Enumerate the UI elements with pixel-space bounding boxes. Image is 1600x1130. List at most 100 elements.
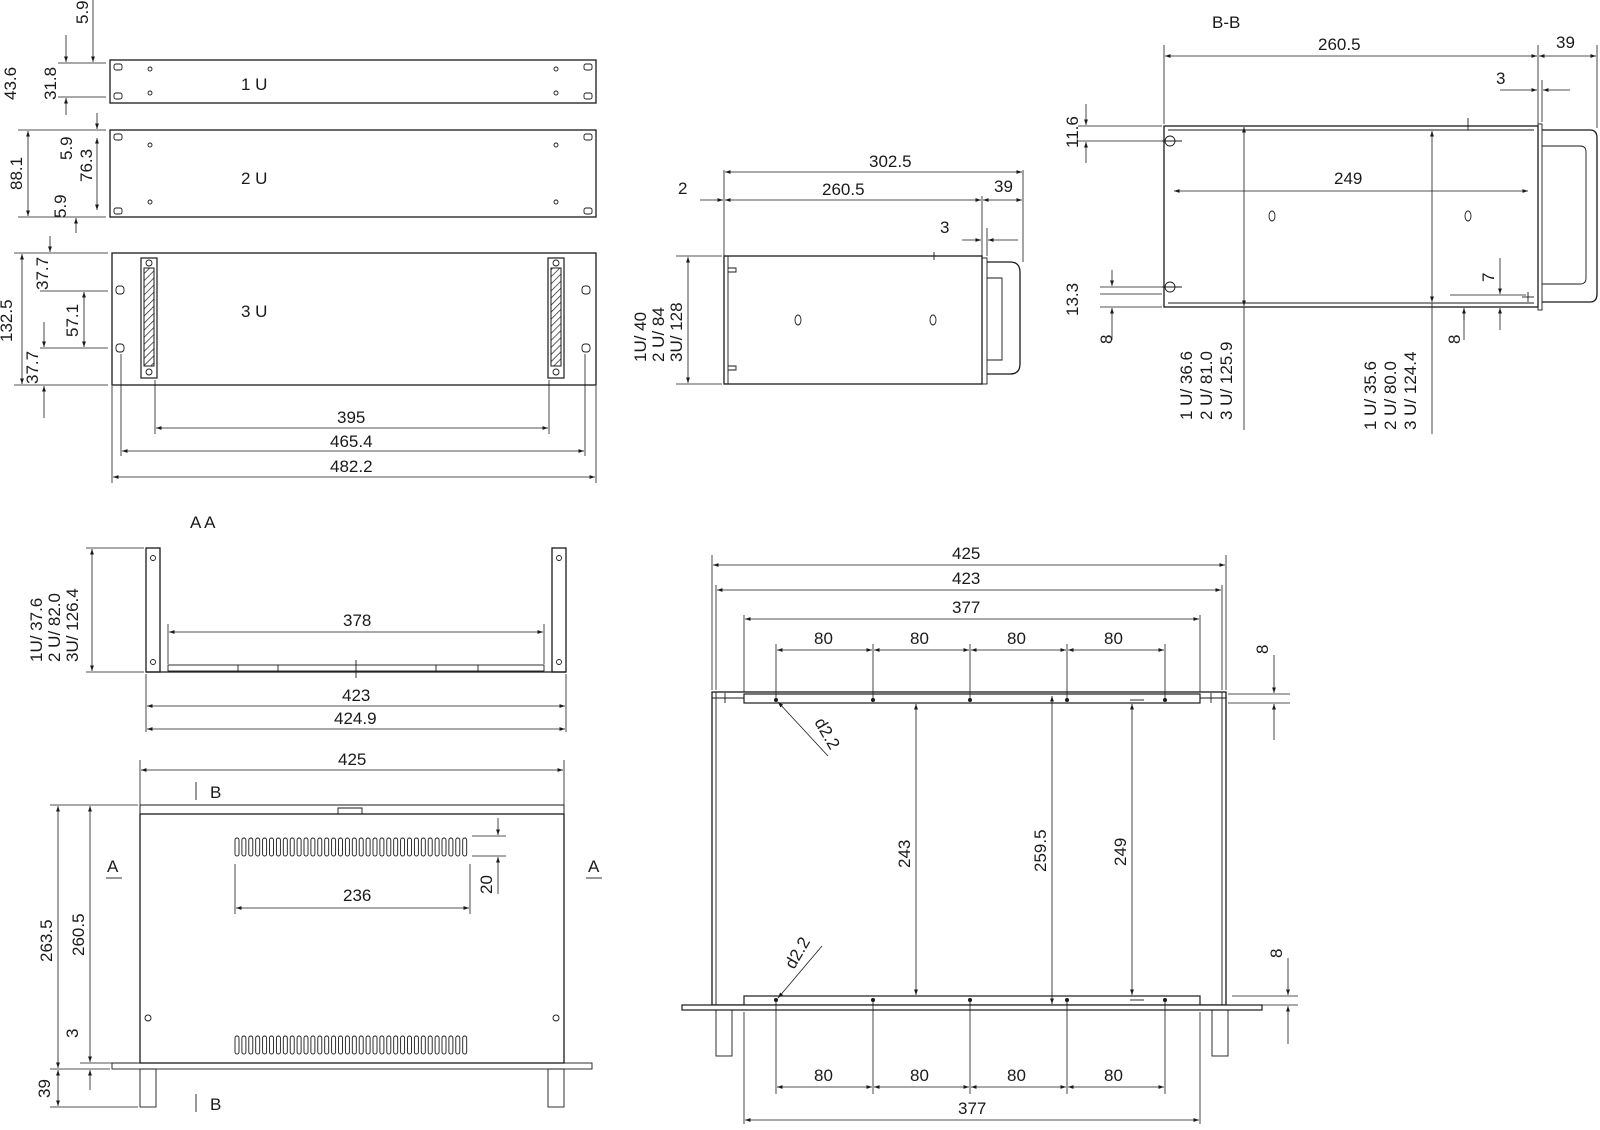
vent-slot <box>296 837 302 857</box>
dim-57-1: 57.1 <box>63 304 82 337</box>
bv-dim-249: 249 <box>1111 838 1130 866</box>
side-dim-2: 2 <box>678 179 687 198</box>
section-bb: B-B 260.5 39 3 249 11.6 <box>1063 13 1598 434</box>
bv-pitch-bottom-1: 80 <box>814 1066 833 1085</box>
label-1u: 1 U <box>241 75 267 94</box>
aa-height-1u: 1U/ 37.6 <box>27 598 46 662</box>
aa-dim-378: 378 <box>343 611 371 630</box>
bb-dim-39: 39 <box>1556 33 1575 52</box>
vent-slot <box>289 1035 295 1055</box>
dim-5-9-a: 5.9 <box>57 136 76 160</box>
aa-height-3u: 3U/ 126.4 <box>63 588 82 662</box>
bb-dim-249: 249 <box>1334 169 1362 188</box>
vent-slot <box>434 1035 440 1055</box>
vent-slot <box>303 837 309 857</box>
bv-hole-top: d2.2 <box>811 715 844 753</box>
top-dim-263-5: 263.5 <box>37 919 56 962</box>
top-dim-39: 39 <box>35 1079 54 1098</box>
front-panel-3u: 3 U <box>111 252 597 386</box>
vent-slot <box>448 837 454 857</box>
bb-inner-left-3: 3 U/ 125.9 <box>1217 342 1236 420</box>
dim-37-7-b: 37.7 <box>23 351 42 384</box>
aa-dim-424-9: 424.9 <box>334 709 377 728</box>
side-height-1u: 1U/ 40 <box>631 312 650 362</box>
bv-dim-425: 425 <box>952 544 980 563</box>
vent-slot <box>310 1035 316 1055</box>
bv-pitch-bottom-3: 80 <box>1007 1066 1026 1085</box>
bv-pitch-top-3: 80 <box>1007 629 1026 648</box>
vent-slot <box>262 837 268 857</box>
vent-slot <box>400 837 406 857</box>
top-view: 425 B B A A 263.5 260.5 3 39 236 20 <box>35 750 602 1114</box>
vent-slot <box>420 1035 426 1055</box>
dim-43-6: 43.6 <box>1 67 20 100</box>
vent-slot <box>372 837 378 857</box>
vent-slot <box>462 1035 468 1055</box>
vent-slot <box>324 1035 330 1055</box>
dim-132-5: 132.5 <box>0 299 16 342</box>
vent-slot <box>358 837 364 857</box>
vent-slot <box>351 1035 357 1055</box>
vent-slot <box>317 1035 323 1055</box>
vent-slot <box>413 1035 419 1055</box>
vent-slot <box>331 837 337 857</box>
marker-a-left: A <box>107 857 119 876</box>
side-dim-260-5: 260.5 <box>822 180 865 199</box>
vent-slot <box>324 837 330 857</box>
vent-slot <box>372 1035 378 1055</box>
vent-slot <box>282 837 288 857</box>
bv-dim-8-top: 8 <box>1253 645 1272 654</box>
bv-dim-243: 243 <box>895 840 914 868</box>
vent-slot <box>393 837 399 857</box>
bv-pitch-bottom-4: 80 <box>1104 1066 1123 1085</box>
bb-dim-260-5: 260.5 <box>1318 35 1361 54</box>
vent-slot <box>434 837 440 857</box>
front-panel-1u: 1 U <box>109 59 597 104</box>
vent-slot <box>269 837 274 857</box>
bv-dim-8-bottom: 8 <box>1267 949 1286 958</box>
vent-slots-bottom <box>234 1035 468 1055</box>
vent-slot <box>331 1035 337 1055</box>
vent-slot <box>269 1035 274 1055</box>
top-dim-236: 236 <box>343 886 371 905</box>
vent-slot <box>441 1035 447 1055</box>
bb-dim-8-right: 8 <box>1445 335 1464 344</box>
vent-slot <box>455 1035 461 1055</box>
vent-slot <box>248 1035 254 1055</box>
side-height-3u: 3U/ 128 <box>667 302 686 362</box>
bv-dim-423: 423 <box>952 569 980 588</box>
marker-b-top: B <box>210 783 221 802</box>
label-2u: 2 U <box>241 169 267 188</box>
side-view: 302.5 260.5 39 2 3 1U/ 40 2 U/ 84 3U/ 12… <box>631 152 1024 385</box>
vent-slot <box>275 837 281 857</box>
vent-slot <box>379 837 385 857</box>
vent-slot <box>275 1035 281 1055</box>
vent-slot <box>282 1035 288 1055</box>
vent-slot <box>255 1035 261 1055</box>
vent-slots-top <box>234 837 468 857</box>
dim-31-8: 31.8 <box>41 67 60 100</box>
section-aa-title: A A <box>190 513 216 532</box>
bv-pitch-top-4: 80 <box>1104 629 1123 648</box>
bv-dim-377-top: 377 <box>952 598 980 617</box>
vent-slot <box>248 837 254 857</box>
vent-slot <box>393 1035 399 1055</box>
vent-slot <box>386 837 392 857</box>
vent-slot <box>338 837 343 857</box>
dim-5-9-b: 5.9 <box>51 194 70 218</box>
vent-slot <box>351 837 357 857</box>
dim-5-9-top: 5.9 <box>73 0 92 24</box>
vent-slot <box>407 1035 412 1055</box>
vent-slot <box>303 1035 309 1055</box>
vent-slot <box>262 1035 268 1055</box>
vent-slot <box>358 1035 364 1055</box>
dim-482-2: 482.2 <box>330 457 373 476</box>
front-panel-2u: 2 U <box>109 129 597 218</box>
marker-a-right: A <box>588 857 600 876</box>
dim-88-1: 88.1 <box>7 157 26 190</box>
bb-dim-13-3: 13.3 <box>1063 283 1082 316</box>
bv-pitch-bottom-2: 80 <box>910 1066 929 1085</box>
vent-slot <box>427 837 433 857</box>
top-dim-260-5: 260.5 <box>69 913 88 956</box>
